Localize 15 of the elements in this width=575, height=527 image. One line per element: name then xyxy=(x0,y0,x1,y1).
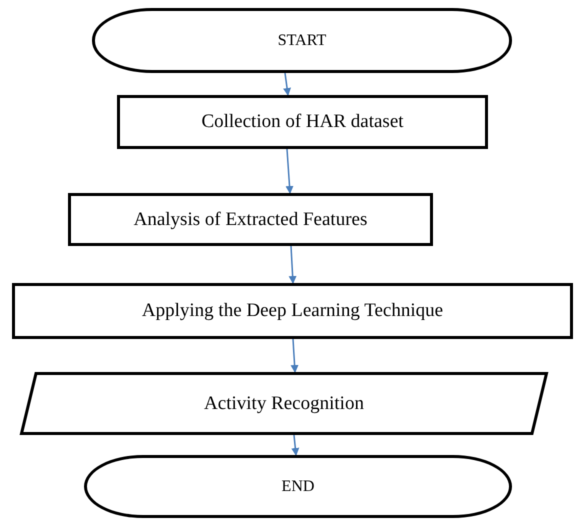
io-parallelogram xyxy=(20,372,548,435)
node-text: START xyxy=(278,32,326,50)
node-text: Collection of HAR dataset xyxy=(201,111,404,133)
node-text: Applying the Deep Learning Technique xyxy=(142,300,444,322)
arrow xyxy=(283,72,292,96)
process-box xyxy=(117,95,488,149)
process-box xyxy=(68,193,433,246)
node-text: END xyxy=(282,478,314,496)
node-text: Activity Recognition xyxy=(204,392,364,414)
arrow xyxy=(288,246,297,284)
arrow xyxy=(286,148,294,194)
arrow xyxy=(291,434,300,456)
node-text: Analysis of Extracted Features xyxy=(134,208,368,230)
process-box xyxy=(12,283,573,339)
arrow xyxy=(290,338,299,373)
